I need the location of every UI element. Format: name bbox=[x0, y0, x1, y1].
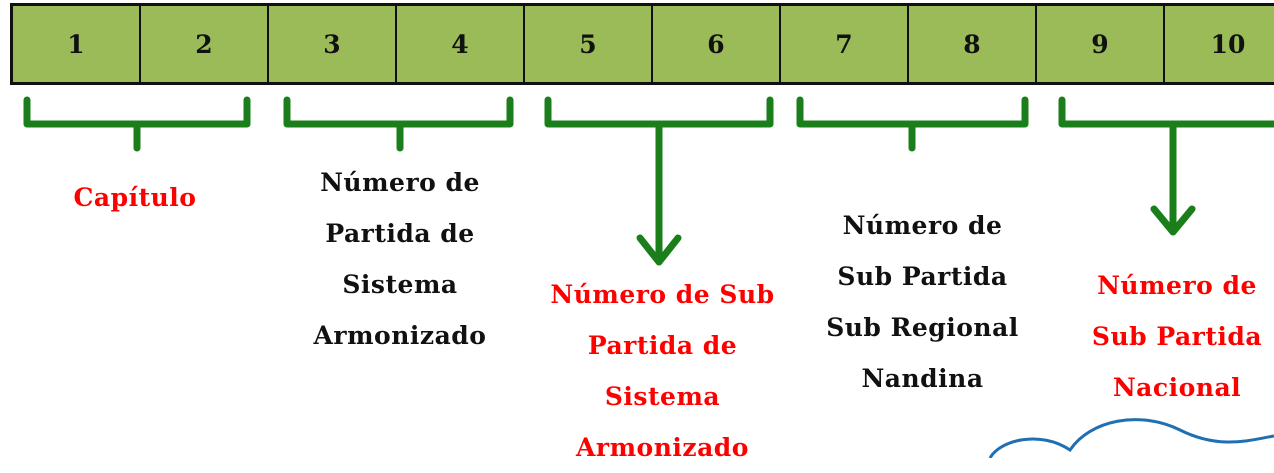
digit-strip: 1 2 3 4 5 6 7 8 9 10 bbox=[10, 3, 1274, 85]
label-line-1: Número de bbox=[320, 168, 480, 197]
label-line-2: Partida de bbox=[587, 331, 738, 360]
digit-cell-7: 7 bbox=[781, 6, 909, 82]
digit-cell-5: 5 bbox=[525, 6, 653, 82]
connector-layer bbox=[23, 96, 1274, 458]
digit-cell-3: 3 bbox=[269, 6, 397, 82]
digit-cell-6: 6 bbox=[653, 6, 781, 82]
bracket-nandina bbox=[796, 96, 1029, 152]
label-line-3: Nacional bbox=[1112, 373, 1242, 402]
arrow-nacional bbox=[1150, 120, 1196, 236]
label-subpartida-nacional: Número de Sub Partida Nacional bbox=[1062, 260, 1274, 413]
digit-cell-4: 4 bbox=[397, 6, 525, 82]
label-line-2: Sub Partida bbox=[837, 262, 1008, 291]
label-line-3: Sistema bbox=[342, 270, 458, 299]
label-line-4: Nandina bbox=[861, 364, 984, 393]
label-line-4: Armonizado bbox=[576, 433, 749, 462]
label-subpartida-sistema-armonizado: Número de Sub Partida de Sistema Armoniz… bbox=[515, 269, 810, 473]
label-line-2: Sub Partida bbox=[1091, 322, 1263, 351]
bracket-partida bbox=[283, 96, 514, 152]
digit-cell-10: 10 bbox=[1165, 6, 1274, 82]
label-partida-sistema-armonizado: Número de Partida de Sistema Armonizado bbox=[255, 157, 545, 361]
bracket-chapter bbox=[23, 96, 251, 152]
digit-cell-1: 1 bbox=[13, 6, 141, 82]
digit-cell-2: 2 bbox=[141, 6, 269, 82]
label-line-2: Partida de bbox=[325, 219, 475, 248]
bracket-subpartida-sa bbox=[544, 96, 774, 128]
blue-scribble bbox=[988, 418, 1274, 458]
label-line-1: Número de bbox=[842, 211, 1003, 240]
label-capitulo-text: Capítulo bbox=[73, 183, 197, 212]
digit-cell-9: 9 bbox=[1037, 6, 1165, 82]
label-line-3: Sistema bbox=[604, 382, 721, 411]
label-line-1: Número de Sub bbox=[550, 280, 775, 309]
label-subpartida-nandina: Número de Sub Partida Sub Regional Nandi… bbox=[790, 200, 1055, 404]
label-capitulo: Capítulo bbox=[40, 172, 230, 223]
digit-cell-8: 8 bbox=[909, 6, 1037, 82]
arrow-subpartida-sa bbox=[636, 120, 682, 266]
label-line-3: Sub Regional bbox=[826, 313, 1019, 342]
label-line-1: Número de bbox=[1097, 271, 1257, 300]
bracket-nacional bbox=[1058, 96, 1274, 128]
label-line-4: Armonizado bbox=[313, 321, 487, 350]
